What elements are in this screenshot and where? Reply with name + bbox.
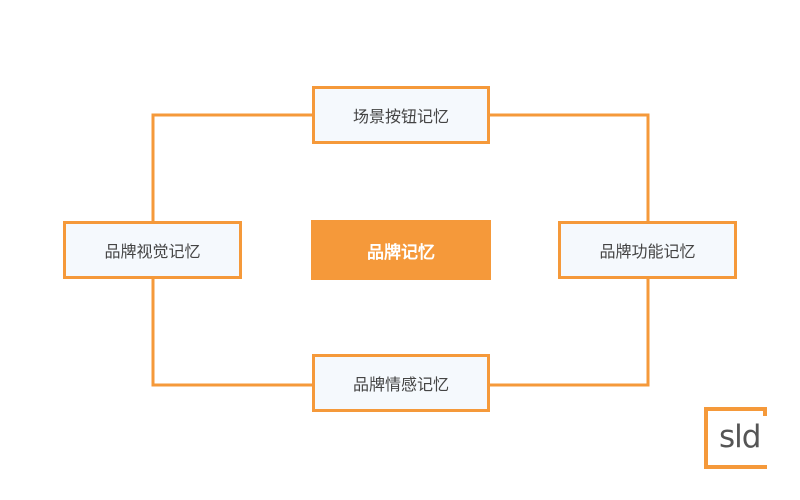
- node-brand-function-memory: 品牌功能记忆: [558, 221, 737, 279]
- logo-text: sld: [719, 419, 761, 455]
- node-scene-button-memory: 场景按钮记忆: [312, 86, 490, 144]
- sld-logo: sld: [703, 406, 768, 470]
- node-label: 场景按钮记忆: [352, 107, 449, 126]
- connector-bottom-left: [151, 279, 312, 387]
- node-label: 品牌视觉记忆: [104, 242, 201, 261]
- connector-top-left: [151, 113, 312, 221]
- node-brand-emotion-memory: 品牌情感记忆: [312, 354, 490, 412]
- logo-bracket-icon: [704, 407, 767, 469]
- connector-top-right: [490, 113, 650, 221]
- connector-bottom-right: [490, 279, 650, 387]
- node-label: 品牌功能记忆: [599, 242, 696, 261]
- node-brand-visual-memory: 品牌视觉记忆: [63, 221, 242, 279]
- node-label: 品牌情感记忆: [352, 375, 449, 394]
- node-label: 品牌记忆: [367, 242, 435, 263]
- node-brand-memory-center: 品牌记忆: [311, 220, 491, 280]
